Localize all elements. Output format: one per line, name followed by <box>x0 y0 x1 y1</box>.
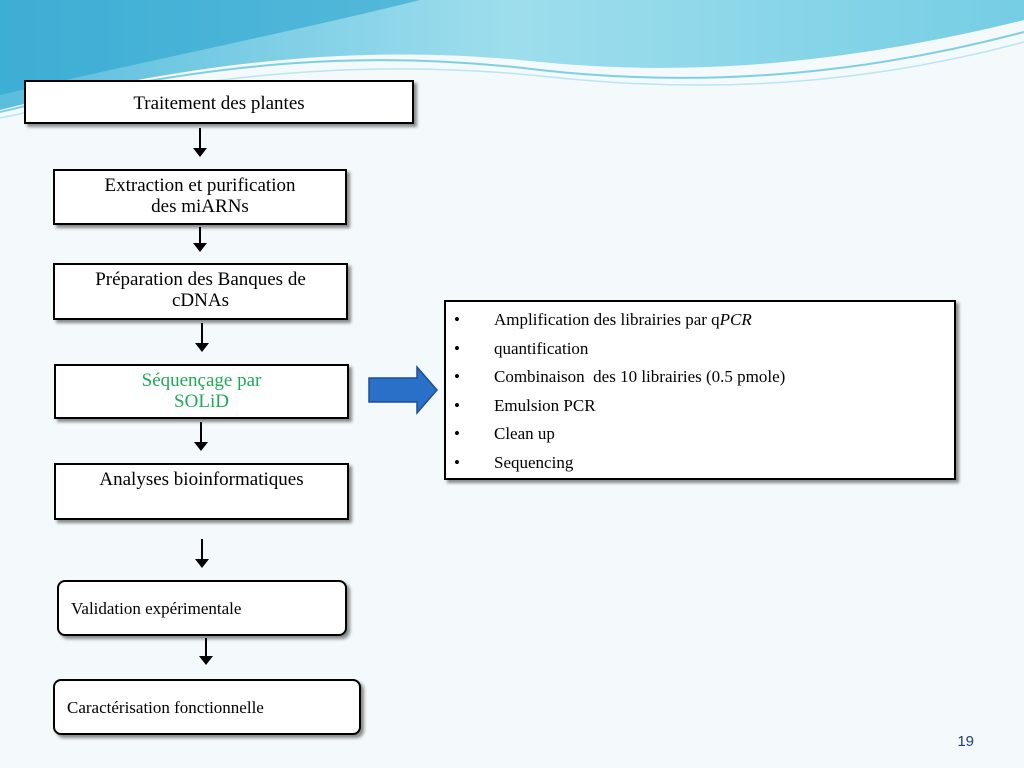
step-library-prep-line-2: cDNAs <box>172 290 229 311</box>
bullet: • <box>454 367 460 387</box>
list-item-text: Sequencing <box>494 452 574 472</box>
step-sequencing-line-2: SOLiD <box>174 391 229 412</box>
page-number: 19 <box>957 733 974 750</box>
list-item: • Combinaison des 10 librairies (0.5 pmo… <box>446 366 954 395</box>
list-item-text: Emulsion PCR <box>494 395 596 415</box>
list-item: • Sequencing <box>446 452 954 481</box>
sequencing-details-list: • Amplification des librairies par qPCR … <box>446 302 954 481</box>
flow-arrow-5 <box>195 539 209 568</box>
step-plant-treatment: Traitement des plantes <box>24 80 414 124</box>
bullet: • <box>454 452 460 472</box>
flow-arrow-1 <box>193 128 207 157</box>
flow-arrow-2 <box>193 227 207 252</box>
step-bioinformatics-label: Analyses bioinformatiques <box>99 469 304 490</box>
list-item-text: Combinaison des 10 librairies (0.5 pmole… <box>494 367 786 387</box>
bullet: • <box>454 424 460 444</box>
step-library-prep-line-1: Préparation des Banques de <box>95 269 306 290</box>
step-library-prep: Préparation des Banques de cDNAs <box>53 263 348 320</box>
list-item: • Clean up <box>446 423 954 452</box>
list-item-text: quantification <box>494 338 589 358</box>
list-item: • Amplification des librairies par qPCR <box>446 309 954 338</box>
step-extraction-line-1: Extraction et purification <box>104 175 296 196</box>
step-characterization: Caractérisation fonctionnelle <box>53 679 361 735</box>
list-item-text: Amplification des librairies par q <box>494 310 720 329</box>
bullet: • <box>454 395 460 415</box>
list-item-italic: PCR <box>719 310 752 329</box>
list-item: • Emulsion PCR <box>446 395 954 424</box>
step-characterization-label: Caractérisation fonctionnelle <box>67 698 264 717</box>
flow-arrow-3 <box>195 323 209 352</box>
step-validation-label: Validation expérimentale <box>71 599 242 618</box>
list-item-text: Clean up <box>494 424 555 444</box>
flow-arrow-4 <box>194 422 208 451</box>
step-plant-treatment-label: Traitement des plantes <box>133 93 305 114</box>
step-extraction-line-2: des miARNs <box>151 196 249 217</box>
step-bioinformatics: Analyses bioinformatiques <box>54 463 349 520</box>
step-validation: Validation expérimentale <box>57 580 347 636</box>
step-extraction: Extraction et purification des miARNs <box>53 169 347 225</box>
list-item: • quantification <box>446 338 954 367</box>
step-sequencing-line-1: Séquençage par <box>141 370 262 391</box>
bullet: • <box>454 338 460 358</box>
flow-arrow-6 <box>199 638 213 665</box>
sequencing-details-box: • Amplification des librairies par qPCR … <box>444 300 956 480</box>
step-sequencing: Séquençage par SOLiD <box>54 364 349 419</box>
bullet: • <box>454 310 460 329</box>
